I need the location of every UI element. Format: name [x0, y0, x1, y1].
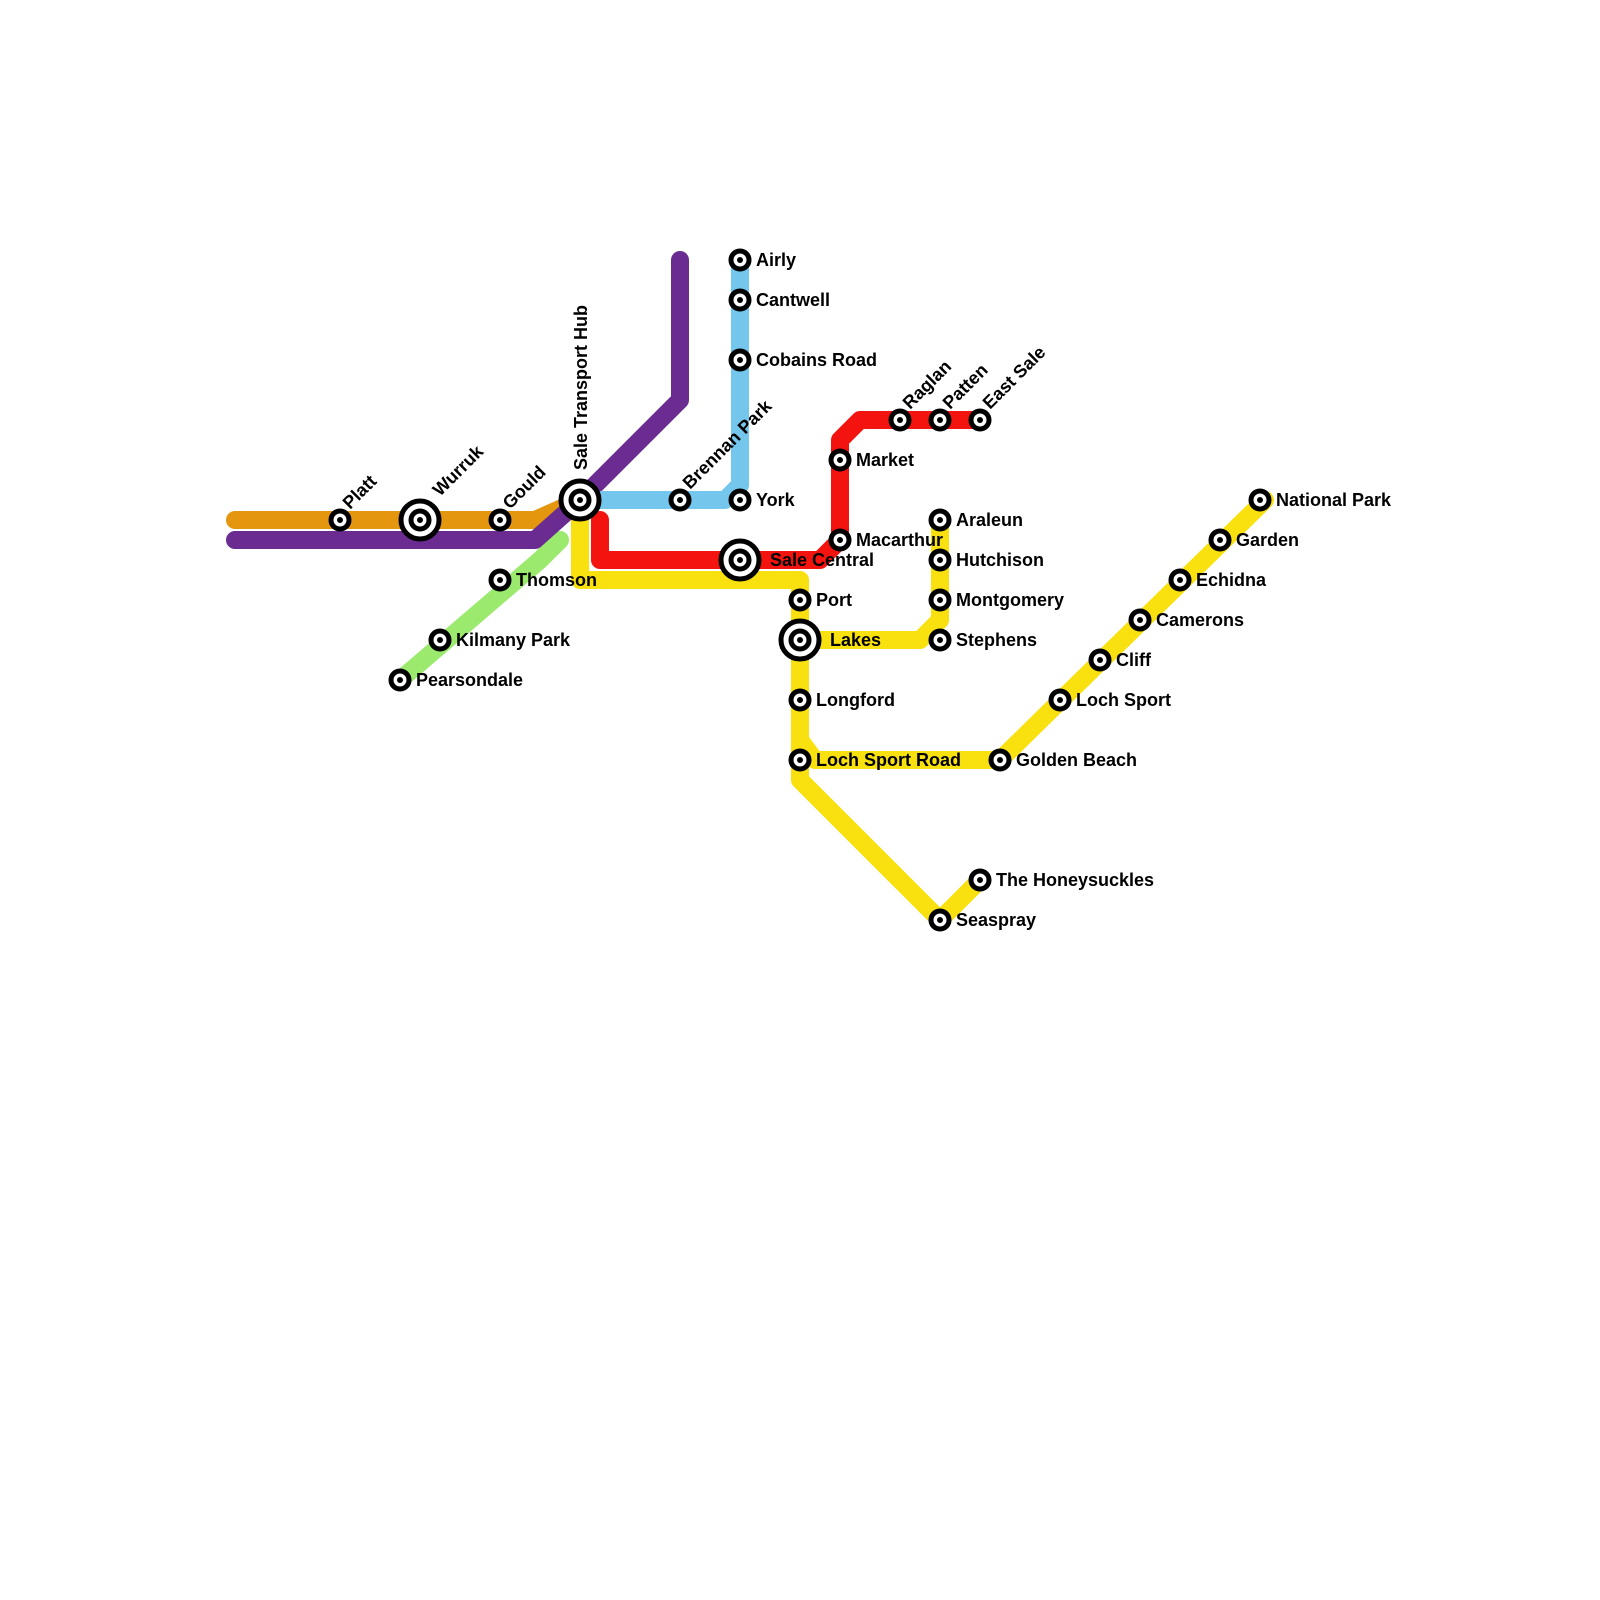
label-the-honeysuckles: The Honeysuckles: [996, 870, 1154, 890]
label-thomson: Thomson: [516, 570, 597, 590]
station-marker-seaspray[interactable]: [928, 908, 952, 932]
station-marker-port[interactable]: [788, 588, 812, 612]
station-marker-camerons[interactable]: [1128, 608, 1152, 632]
station-marker-loch-sport-road[interactable]: [788, 748, 812, 772]
station-marker-echidna[interactable]: [1168, 568, 1192, 592]
label-cobains-road: Cobains Road: [756, 350, 877, 370]
label-airly: Airly: [756, 250, 796, 270]
label-york: York: [756, 490, 796, 510]
label-camerons: Camerons: [1156, 610, 1244, 630]
station-marker-longford[interactable]: [788, 688, 812, 712]
label-montgomery: Montgomery: [956, 590, 1064, 610]
station-marker-cantwell[interactable]: [728, 288, 752, 312]
station-marker-macarthur[interactable]: [828, 528, 852, 552]
station-marker-thomson[interactable]: [488, 568, 512, 592]
station-marker-the-honeysuckles[interactable]: [968, 868, 992, 892]
label-sale-central: Sale Central: [770, 550, 874, 570]
green-line: [391, 531, 569, 689]
label-seaspray: Seaspray: [956, 910, 1036, 930]
label-east-sale: East Sale: [979, 342, 1050, 413]
label-pearsondale: Pearsondale: [416, 670, 523, 690]
label-macarthur: Macarthur: [856, 530, 943, 550]
station-marker-brennan-park[interactable]: [668, 488, 692, 512]
station-marker-cliff[interactable]: [1088, 648, 1112, 672]
label-longford: Longford: [816, 690, 895, 710]
yellow-line-coast-branch: [791, 491, 1274, 769]
label-sale-transport-hub: Sale Transport Hub: [571, 305, 591, 470]
label-garden: Garden: [1236, 530, 1299, 550]
station-marker-airly[interactable]: [728, 248, 752, 272]
interchange-marker-sale-central[interactable]: [718, 538, 762, 582]
label-market: Market: [856, 450, 914, 470]
station-marker-gould[interactable]: [488, 508, 512, 532]
label-stephens: Stephens: [956, 630, 1037, 650]
label-echidna: Echidna: [1196, 570, 1267, 590]
label-lakes: Lakes: [830, 630, 881, 650]
station-marker-kilmany-park[interactable]: [428, 628, 452, 652]
station-marker-platt[interactable]: [328, 508, 352, 532]
label-national-park: National Park: [1276, 490, 1392, 510]
label-golden-beach: Golden Beach: [1016, 750, 1137, 770]
station-marker-stephens[interactable]: [928, 628, 952, 652]
label-loch-sport: Loch Sport: [1076, 690, 1171, 710]
station-marker-araleun[interactable]: [928, 508, 952, 532]
station-marker-garden[interactable]: [1208, 528, 1232, 552]
station-marker-pearsondale[interactable]: [388, 668, 412, 692]
yellow-line-trunk: [571, 511, 989, 929]
label-gould: Gould: [499, 462, 550, 513]
station-marker-hutchison[interactable]: [928, 548, 952, 572]
interchange-marker-lakes[interactable]: [778, 618, 822, 662]
label-cliff: Cliff: [1116, 650, 1152, 670]
station-marker-patten[interactable]: [928, 408, 952, 432]
station-marker-montgomery[interactable]: [928, 588, 952, 612]
label-brennan-park: Brennan Park: [679, 395, 777, 493]
station-marker-raglan[interactable]: [888, 408, 912, 432]
station-marker-market[interactable]: [828, 448, 852, 472]
interchange-marker-sale-transport-hub[interactable]: [558, 478, 602, 522]
station-marker-loch-sport[interactable]: [1048, 688, 1072, 712]
interchange-marker-wurruk[interactable]: [398, 498, 442, 542]
label-kilmany-park: Kilmany Park: [456, 630, 571, 650]
label-port: Port: [816, 590, 852, 610]
label-loch-sport-road: Loch Sport Road: [816, 750, 961, 770]
label-wurruk: Wurruk: [429, 441, 488, 500]
station-marker-york[interactable]: [728, 488, 752, 512]
station-marker-golden-beach[interactable]: [988, 748, 1012, 772]
label-hutchison: Hutchison: [956, 550, 1044, 570]
label-platt: Platt: [339, 471, 381, 513]
label-cantwell: Cantwell: [756, 290, 830, 310]
station-marker-national-park[interactable]: [1248, 488, 1272, 512]
station-marker-cobains-road[interactable]: [728, 348, 752, 372]
label-araleun: Araleun: [956, 510, 1023, 530]
station-marker-east-sale[interactable]: [968, 408, 992, 432]
